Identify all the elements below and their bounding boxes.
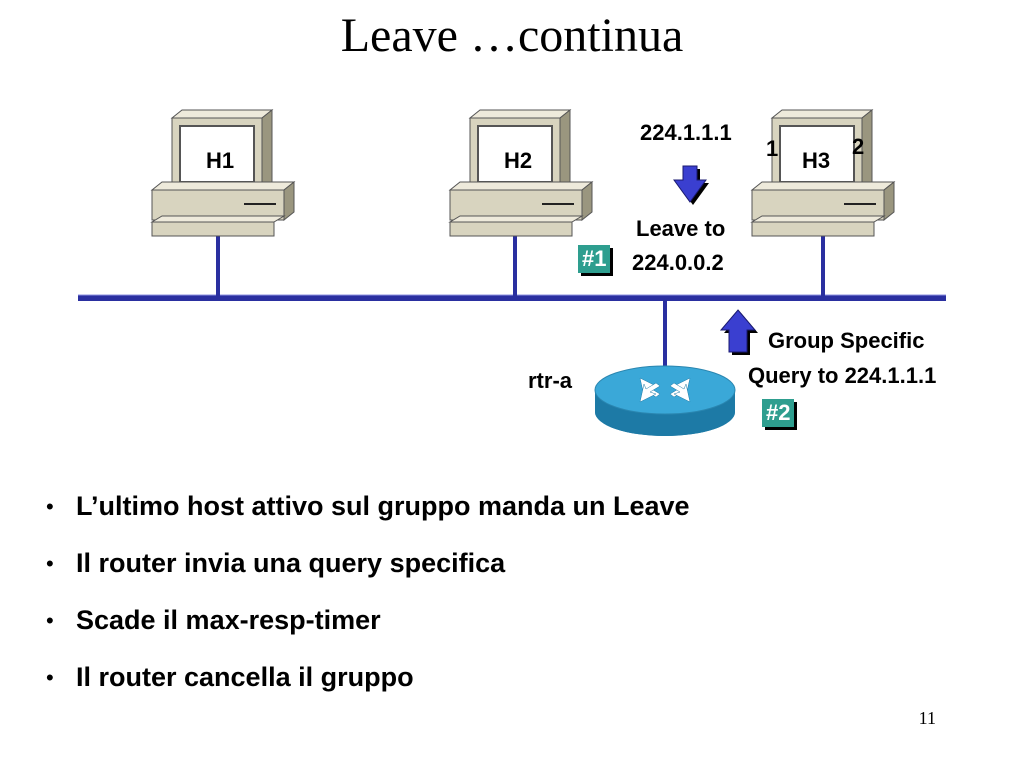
list-item: •Scade il max-resp-timer: [44, 592, 944, 649]
bullet-icon: •: [46, 551, 54, 576]
group-address-fragment-1: 1: [766, 136, 779, 161]
query-arrow-icon: [719, 309, 758, 355]
list-item: •L’ultimo host attivo sul gruppo manda u…: [44, 478, 944, 535]
query-address-label: Query to 224.1.1.1: [748, 363, 937, 388]
leave-arrow-icon: [673, 165, 709, 205]
bullet-icon: •: [46, 665, 54, 690]
bullet-icon: •: [46, 494, 54, 519]
group-address-label: 224.1.1.1: [640, 120, 732, 145]
list-item: •Il router cancella il gruppo: [44, 649, 944, 706]
network-diagram: [78, 109, 946, 436]
leave-to-label: Leave to: [636, 216, 726, 241]
leave-address-label: 224.0.0.2: [632, 250, 724, 275]
step1-badge: #1: [578, 245, 611, 273]
group-specific-label: Group Specific: [768, 328, 925, 353]
h3-label: H3: [801, 148, 831, 173]
slide-title: Leave …continua: [340, 9, 684, 62]
list-item: •Il router invia una query specifica: [44, 535, 944, 592]
router-label: rtr-a: [528, 368, 573, 393]
h1-label: H1: [205, 148, 235, 173]
page-number: 11: [918, 708, 936, 728]
bullet-list: •L’ultimo host attivo sul gruppo manda u…: [44, 478, 944, 706]
bullet-icon: •: [46, 608, 54, 633]
group-address-fragment-2: 2: [852, 134, 865, 159]
router-icon: [594, 365, 736, 436]
h2-label: H2: [503, 148, 533, 173]
step2-badge: #2: [762, 399, 795, 427]
